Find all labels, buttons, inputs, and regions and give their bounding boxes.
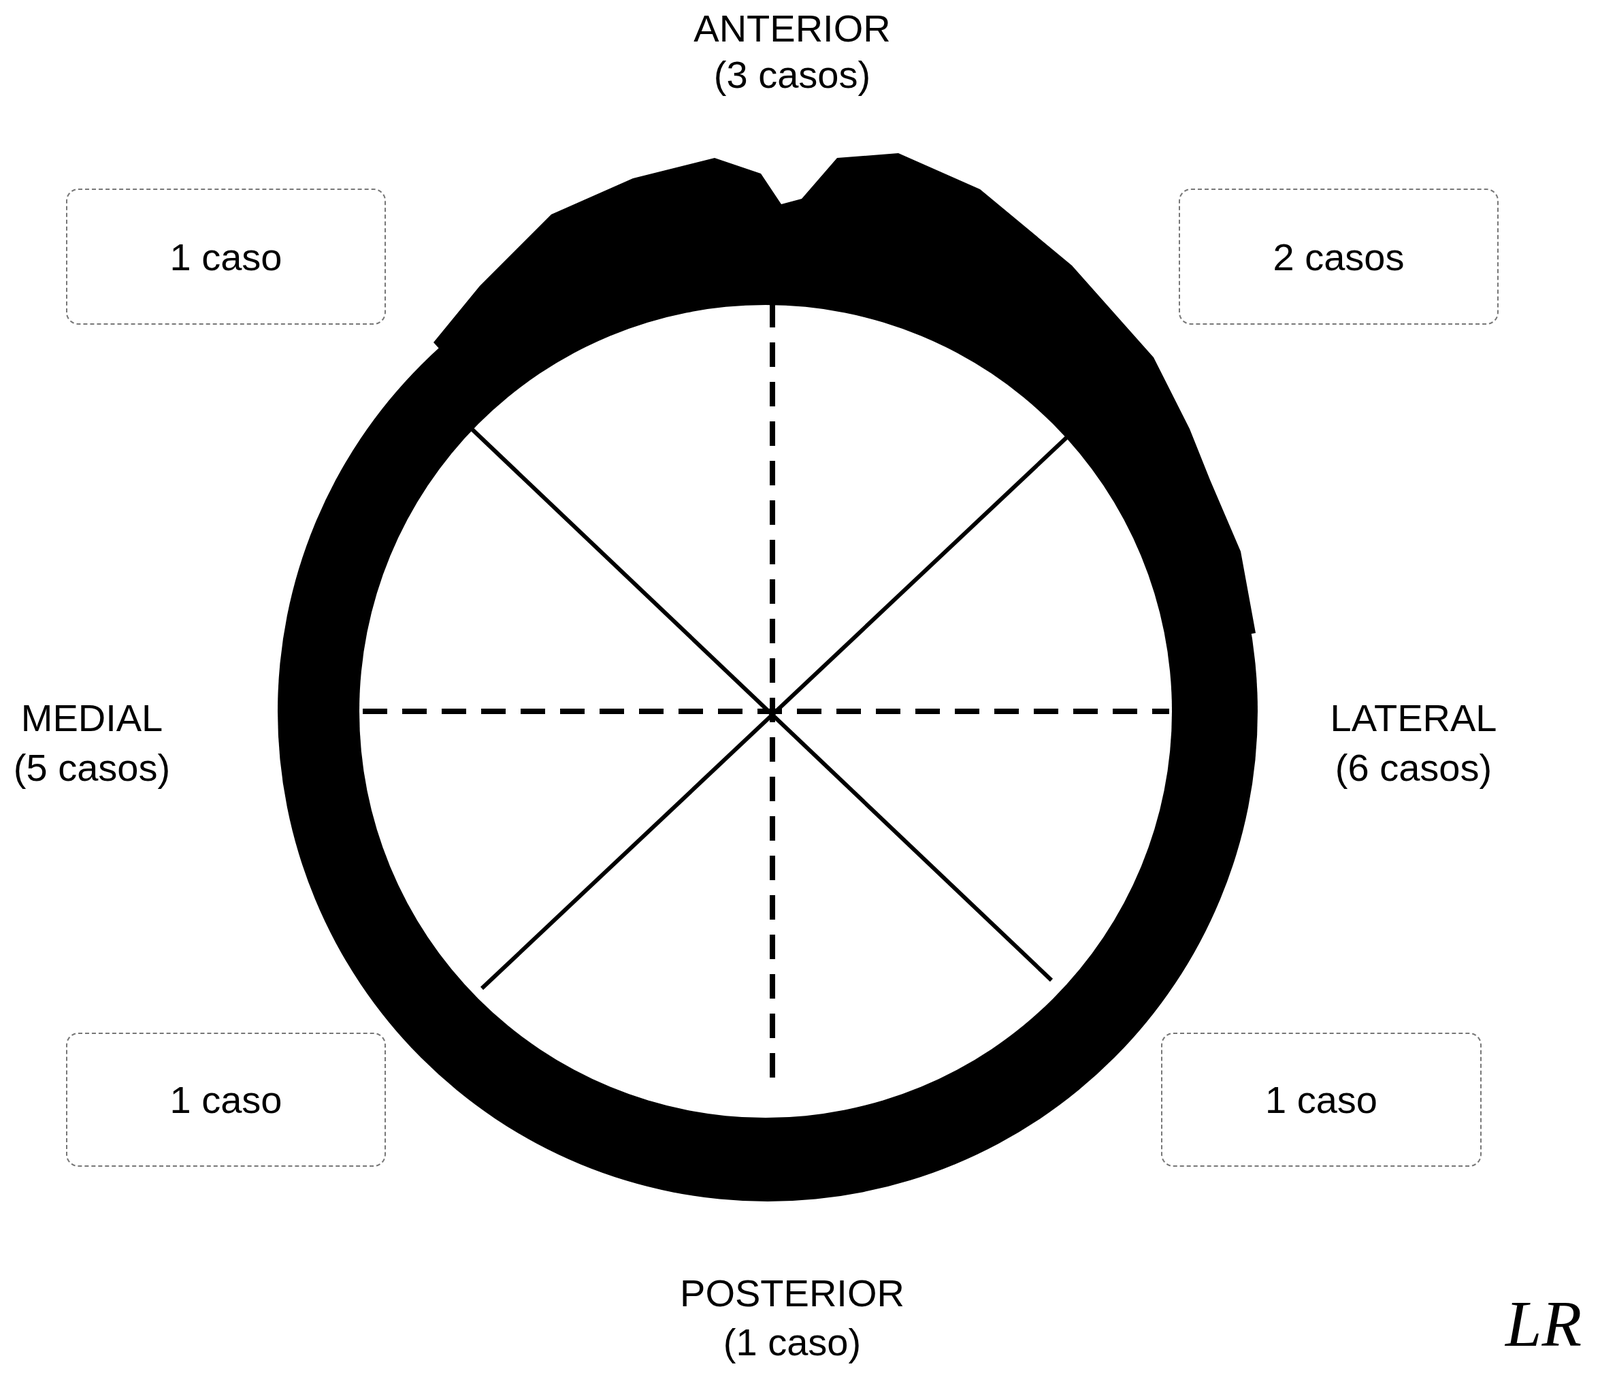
direction-label: LATERAL xyxy=(1330,696,1498,740)
direction-label: (1 caso) xyxy=(723,1320,861,1364)
inner-area xyxy=(359,304,1172,1118)
case-box: 1 caso xyxy=(66,1032,386,1167)
case-box: 2 casos xyxy=(1178,188,1499,325)
direction-label: ANTERIOR xyxy=(693,7,891,50)
direction-label: (6 casos) xyxy=(1335,746,1492,789)
direction-label: POSTERIOR xyxy=(679,1271,905,1315)
case-count: 1 caso xyxy=(170,234,283,280)
case-box: 1 caso xyxy=(1161,1032,1482,1167)
direction-label: (5 casos) xyxy=(13,746,171,789)
case-box: 1 caso xyxy=(66,188,386,325)
diagonal-line xyxy=(471,428,1052,981)
direction-label: (3 casos) xyxy=(713,53,871,96)
signature: LR xyxy=(1505,1287,1582,1360)
vertical-axis xyxy=(769,302,776,1088)
case-count: 1 caso xyxy=(170,1077,283,1122)
direction-label: MEDIAL xyxy=(21,696,164,740)
case-count: 1 caso xyxy=(1265,1077,1378,1122)
case-count: 2 casos xyxy=(1273,234,1405,280)
diagonal-line xyxy=(481,436,1068,989)
